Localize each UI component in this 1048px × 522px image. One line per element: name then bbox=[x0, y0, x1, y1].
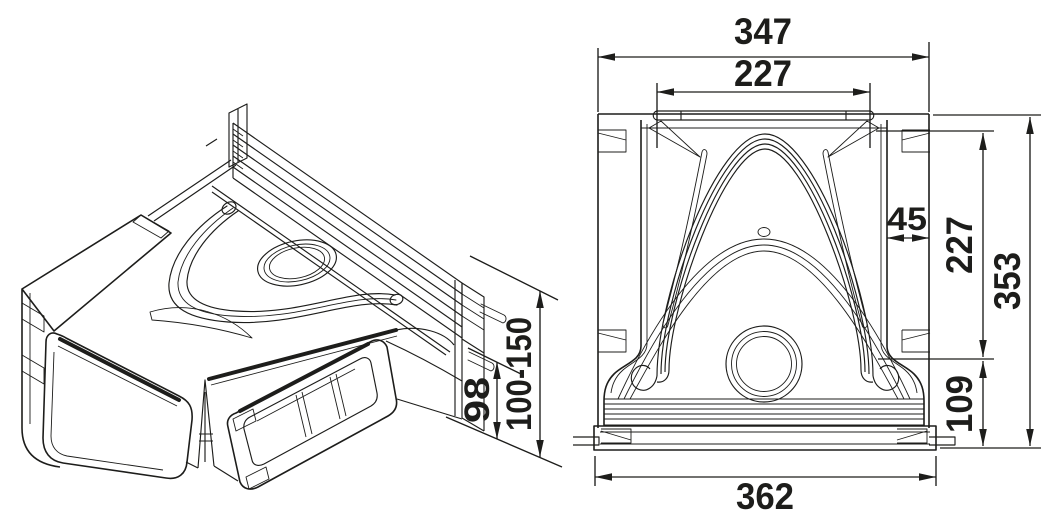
front-apex-hole bbox=[757, 227, 771, 237]
front-ring-inner bbox=[736, 336, 792, 392]
iso-v-notch-ticks bbox=[199, 433, 213, 442]
iso-slat-flag bbox=[228, 103, 248, 168]
iso-front-panel-seam-line bbox=[57, 345, 178, 407]
iso-front-panel bbox=[42, 332, 193, 480]
dim-label-109: 109 bbox=[939, 375, 980, 433]
iso-v-notch bbox=[197, 379, 215, 469]
front-inner-arch bbox=[617, 238, 911, 400]
iso-side-spigot bbox=[454, 280, 485, 432]
dim-label-100-150: 100-150 bbox=[500, 317, 539, 431]
front-side-walls-inner bbox=[641, 124, 887, 344]
front-extension-lines bbox=[594, 42, 1041, 486]
iso-left-end-cap bbox=[21, 214, 172, 468]
front-bottom-flares bbox=[603, 345, 925, 426]
iso-channel-end-right bbox=[389, 293, 404, 306]
iso-front-panel-seam bbox=[58, 337, 181, 402]
iso-left-end-cap-details bbox=[21, 214, 170, 424]
iso-round-boss bbox=[257, 239, 337, 287]
front-outer-arch bbox=[656, 133, 874, 377]
dim-label-45: 45 bbox=[887, 201, 927, 237]
dim-label-98: 98 bbox=[458, 377, 497, 423]
front-ring-outer bbox=[725, 325, 803, 403]
front-ring-mid bbox=[731, 331, 797, 397]
iso-duct-corner-clips bbox=[232, 408, 270, 490]
iso-channel-curves bbox=[168, 205, 398, 324]
front-round-connector bbox=[725, 325, 803, 403]
front-bottom-frame bbox=[593, 425, 937, 451]
front-ribbed-band bbox=[604, 398, 924, 426]
iso-top-seam-line bbox=[210, 335, 398, 386]
iso-channel-end-left bbox=[221, 201, 237, 215]
front-plate-clip-tabs bbox=[597, 129, 931, 353]
iso-boss-ring-inner bbox=[268, 246, 326, 280]
iso-duct-ribs bbox=[295, 373, 347, 438]
front-slot-ribs bbox=[662, 149, 868, 329]
dim-label-227-top: 227 bbox=[734, 53, 792, 94]
iso-top-face-edges bbox=[147, 138, 451, 356]
iso-mounting-plate-slats bbox=[232, 122, 463, 339]
front-mounting-feet bbox=[573, 436, 956, 446]
front-corner-gussets bbox=[648, 120, 880, 158]
front-bottom-flares-inner bbox=[610, 343, 918, 394]
dim-label-353: 353 bbox=[987, 252, 1028, 310]
front-mounting-plate bbox=[597, 113, 930, 428]
iso-front-duct-inner-line bbox=[256, 368, 356, 422]
iso-body-contours bbox=[185, 327, 463, 482]
iso-boss-ring-mid bbox=[263, 243, 331, 283]
iso-top-seam bbox=[207, 328, 398, 381]
dim-label-362: 362 bbox=[736, 476, 794, 517]
iso-front-duct-seam bbox=[238, 342, 370, 413]
dim-label-347: 347 bbox=[734, 11, 792, 52]
front-dimensions: 347 227 45 227 353 109 362 bbox=[594, 11, 1041, 517]
front-side-walls bbox=[640, 120, 888, 346]
front-view: 347 227 45 227 353 109 362 bbox=[573, 11, 1041, 517]
iso-front-panel-inner bbox=[50, 351, 164, 471]
iso-channel-mid-line bbox=[177, 207, 397, 318]
iso-dimensions: 98 100-150 bbox=[445, 255, 563, 468]
dim-label-227-right: 227 bbox=[939, 216, 980, 274]
iso-side-spigot-ticks bbox=[461, 293, 485, 331]
iso-front-duct-frame bbox=[226, 339, 398, 490]
front-bottom-frame-details bbox=[600, 428, 930, 445]
iso-boss-ring-outer bbox=[257, 239, 337, 287]
front-top-flange bbox=[652, 110, 875, 121]
isometric-view: 98 100-150 bbox=[21, 103, 563, 490]
iso-leaf-detail bbox=[149, 307, 253, 339]
iso-front-duct-opening bbox=[243, 357, 378, 466]
front-arch-hook-left bbox=[630, 364, 670, 391]
